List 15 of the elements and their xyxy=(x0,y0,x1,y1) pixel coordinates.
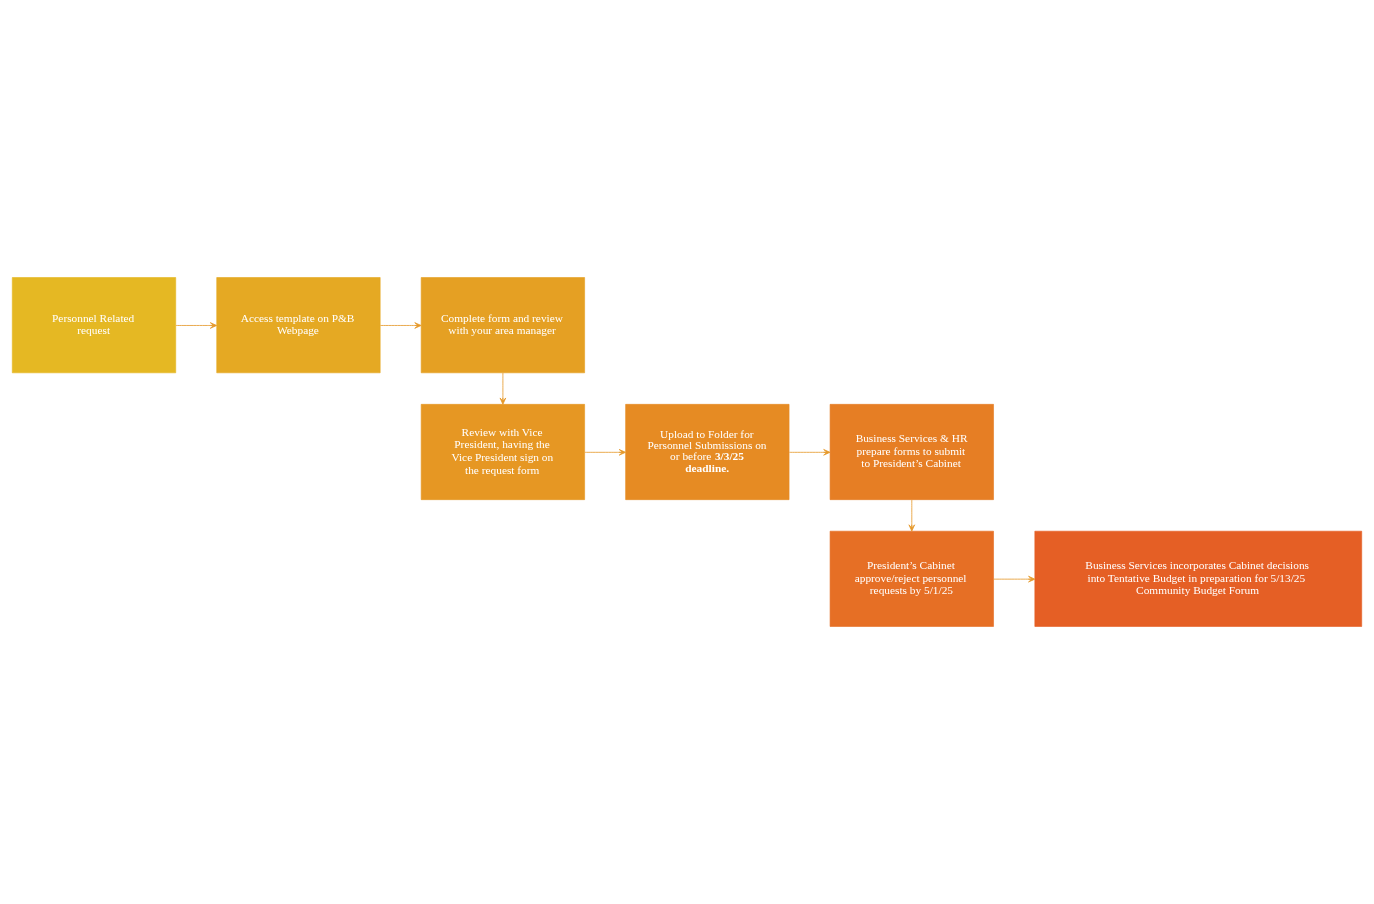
arrow xyxy=(584,449,626,456)
node-box: Review with Vice President, having the Vice President sign on the request form xyxy=(420,404,585,500)
arrow xyxy=(499,372,507,405)
arrow xyxy=(380,322,422,329)
node-box: Upload to Folder for Personnel Submissions on or before 3/3/25 deadline. xyxy=(625,404,790,500)
arrow xyxy=(175,322,218,329)
node-box: Access template on P&B Webpage xyxy=(216,277,381,374)
arrow xyxy=(908,499,916,532)
node-box: Personnel Related request xyxy=(11,277,177,374)
node-box: Business Services & HR prepare forms to submit to President’s Cabinet xyxy=(829,404,994,500)
node-box: Complete form and review with your area manager xyxy=(420,277,585,374)
node-box: President’s Cabinet approve/reject personnel requests by 5/1/25 xyxy=(829,530,994,627)
node-box: Business Services incorporates Cabinet decisions into Tentative Budget in preparation for 5/13/25 Community Budget Forum xyxy=(1034,530,1363,627)
arrow xyxy=(993,575,1036,583)
arrow xyxy=(788,449,831,456)
